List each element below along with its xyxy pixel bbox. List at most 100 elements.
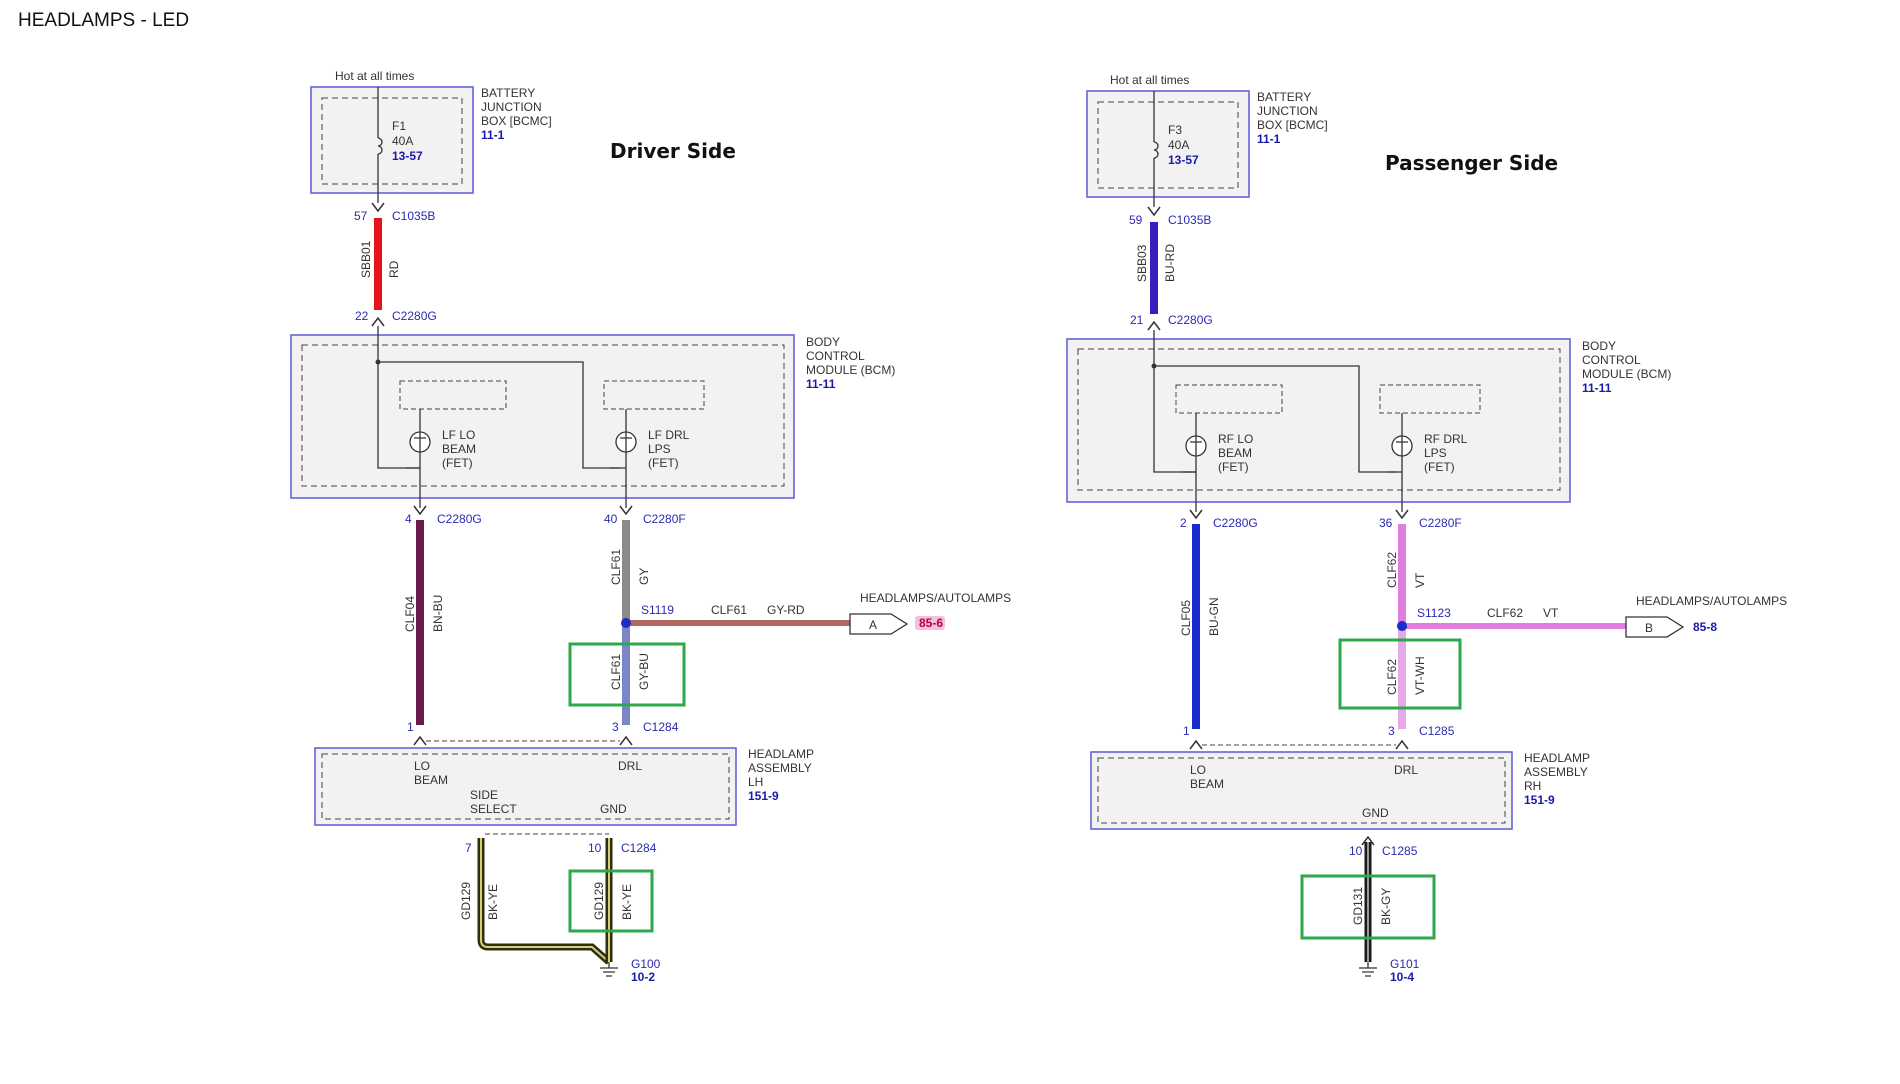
passenger-junction-l2: JUNCTION [1257,104,1318,118]
passenger-junction-box [1086,90,1250,198]
driver-drl-low-color: GY-BU [637,653,651,690]
driver-side-heading: Driver Side [610,139,736,163]
driver-assy-lo2: BEAM [414,773,448,787]
driver-fuse-rating: 40A [392,134,413,148]
passenger-fuse-ref: 13-57 [1168,153,1199,167]
passenger-gnd-highlight-box [1300,874,1436,940]
passenger-assy-l2: ASSEMBLY [1524,765,1588,779]
driver-junction-l1: BATTERY [481,86,535,100]
driver-feed-conn-top: C1035B [392,209,435,223]
passenger-headlamp-assembly [1090,751,1513,830]
passenger-ref-arrow [1625,616,1685,638]
driver-bcm-node [375,359,381,365]
passenger-lo-fet-l1: RF LO [1218,432,1253,446]
driver-lo-pin-bot: 1 [407,720,414,734]
passenger-side-diagram: Passenger Side Hot at all times F3 40A 1… [1066,73,1787,984]
driver-drl-conn-top: C2280F [643,512,686,526]
passenger-drl-conn-bot: C1285 [1419,724,1455,738]
passenger-gnd-circuit: GD131 [1351,887,1365,925]
driver-side-diagram: Driver Side Hot at all times F1 40A 13-5… [290,69,1011,984]
passenger-drl-fet-l2: LPS [1424,446,1447,460]
passenger-drl-conn-top: C2280F [1419,516,1462,530]
driver-arrow-lo-top [413,505,427,516]
driver-ref-label: HEADLAMPS/AUTOLAMPS [860,591,1011,605]
driver-bcm-inner [301,344,785,487]
passenger-assy-lo1: LO [1190,763,1206,777]
driver-junction-l3: BOX [BCMC] [481,114,552,128]
passenger-bcm-box [1066,338,1571,503]
driver-feed-pin-top: 57 [354,209,368,223]
passenger-junction-ref: 11-1 [1257,132,1281,146]
passenger-drl-branch-wire [1406,623,1626,629]
passenger-junction-l1: BATTERY [1257,90,1311,104]
driver-drl-pin-top: 40 [604,512,618,526]
passenger-fuse-rating: 40A [1168,138,1189,152]
driver-drl-conn-bot: C1284 [643,720,679,734]
passenger-branch-color: VT [1543,606,1559,620]
passenger-lo-circuit: CLF05 [1179,600,1193,636]
driver-gnd-pin-ss: 7 [465,841,472,855]
passenger-drl-fet-l1: RF DRL [1424,432,1468,446]
passenger-assy-gnd: GND [1362,806,1389,820]
driver-gnd-wire-ss [477,838,612,965]
driver-fuse-name: F1 [392,119,406,133]
driver-assy-ref: 151-9 [748,789,779,803]
driver-feed-wire [374,218,382,310]
driver-gnd-w1-circuit: GD129 [459,882,473,920]
passenger-drl-low-color: VT-WH [1413,656,1427,695]
passenger-feed-pin-top: 59 [1129,213,1143,227]
passenger-splice-label: S1123 [1417,606,1451,620]
driver-drl-wire-lower [622,620,630,725]
driver-ref-arrow [849,613,909,635]
passenger-drl-color: VT [1413,572,1427,588]
driver-ref-code: 85-6 [919,616,943,630]
driver-drl-low-circuit: CLF61 [609,654,623,690]
passenger-drl-circuit: CLF62 [1385,552,1399,588]
driver-gnd-highlight-box [568,869,654,933]
passenger-ground-label: G101 [1390,957,1420,971]
driver-assy-gnd: GND [600,802,627,816]
driver-ground-ref: 10-2 [631,970,655,984]
driver-arrow-c2280g [371,316,385,327]
driver-lo-driver-box [399,380,507,410]
driver-lo-wire [416,520,424,725]
driver-ground-label: G100 [631,957,661,971]
driver-gnd-w1-color: BK-YE [486,884,500,920]
driver-junction-inner [321,97,463,185]
driver-drl-fet-l1: LF DRL [648,428,690,442]
driver-bcm-l3: MODULE (BCM) [806,363,895,377]
passenger-assy-ref: 151-9 [1524,793,1555,807]
driver-ground-icon [600,962,618,977]
passenger-assy-l3: RH [1524,779,1541,793]
driver-lo-fet-l3: (FET) [442,456,473,470]
passenger-lo-pin-top: 2 [1180,516,1187,530]
driver-fuse-symbol [377,87,383,203]
passenger-feed-conn-top: C1035B [1168,213,1211,227]
passenger-lo-fet-l2: BEAM [1218,446,1252,460]
passenger-feed-pin-bot: 21 [1130,313,1144,327]
driver-ref-letter: A [869,618,877,632]
driver-junction-box [310,86,474,194]
passenger-bcm-l2: CONTROL [1582,353,1641,367]
passenger-feed-color: BU-RD [1163,244,1177,282]
passenger-lo-wire [1192,524,1200,729]
driver-feed-conn-bot: C2280G [392,309,437,323]
driver-junction-ref: 11-1 [481,128,505,142]
driver-lo-circuit: CLF04 [403,596,417,632]
passenger-drl-wire-upper [1398,524,1406,626]
driver-drl-color: GY [637,568,651,585]
driver-lo-conn-top: C2280G [437,512,482,526]
passenger-hot-label: Hot at all times [1110,73,1189,87]
driver-junction-l2: JUNCTION [481,100,542,114]
driver-assy-l1: HEADLAMP [748,747,814,761]
passenger-drl-pin-bot: 3 [1388,724,1395,738]
passenger-splice-node [1397,621,1407,631]
driver-gnd-conn: C1284 [621,841,657,855]
driver-drl-fet-l3: (FET) [648,456,679,470]
driver-feed-circuit: SBB01 [359,240,373,278]
driver-arrow-drl-top [619,505,633,516]
driver-lo-fet-l1: LF LO [442,428,475,442]
passenger-lo-conn-top: C2280G [1213,516,1258,530]
driver-splice-node [621,618,631,628]
